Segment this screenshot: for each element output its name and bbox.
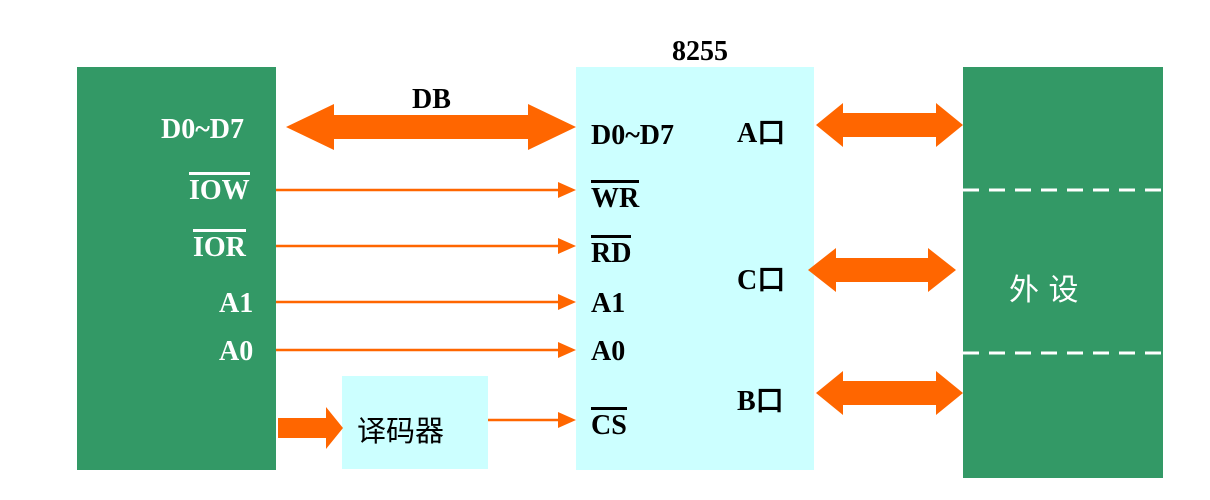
cpu-bus-block xyxy=(77,67,276,470)
port-a-arrow xyxy=(816,103,963,147)
chip-title: 8255 xyxy=(672,36,728,67)
peripheral-label: 外 设 xyxy=(1009,273,1079,308)
port-b-arrow xyxy=(816,371,963,415)
port-a-label: A口 xyxy=(737,118,786,149)
chip-a1-pin: A1 xyxy=(591,288,626,319)
peripheral-block xyxy=(963,67,1163,478)
decoder-input-arrow xyxy=(278,407,343,449)
cpu-iow-label: IOW xyxy=(189,172,250,205)
port-b-label: B口 xyxy=(737,386,784,417)
decoder-label: 译码器 xyxy=(357,414,445,448)
cpu-a0-label: A0 xyxy=(219,336,254,367)
chip-wr-pin: WR xyxy=(591,180,640,213)
port-c-arrow xyxy=(808,248,956,292)
cpu-a1-label: A1 xyxy=(219,288,254,319)
chip-rd-pin: RD xyxy=(591,235,632,268)
bus-label: DB xyxy=(412,84,451,115)
chip-a0-pin: A0 xyxy=(591,336,626,367)
chip-8255-block xyxy=(576,67,814,470)
decoder-block xyxy=(342,376,488,469)
data-bus-arrow xyxy=(286,104,576,150)
cpu-data-bus-label: D0~D7 xyxy=(161,114,245,145)
chip-data-bus-pin: D0~D7 xyxy=(591,120,675,151)
port-c-label: C口 xyxy=(737,265,786,296)
chip-cs-pin: CS xyxy=(591,407,627,440)
cpu-ior-label: IOR xyxy=(193,229,246,262)
